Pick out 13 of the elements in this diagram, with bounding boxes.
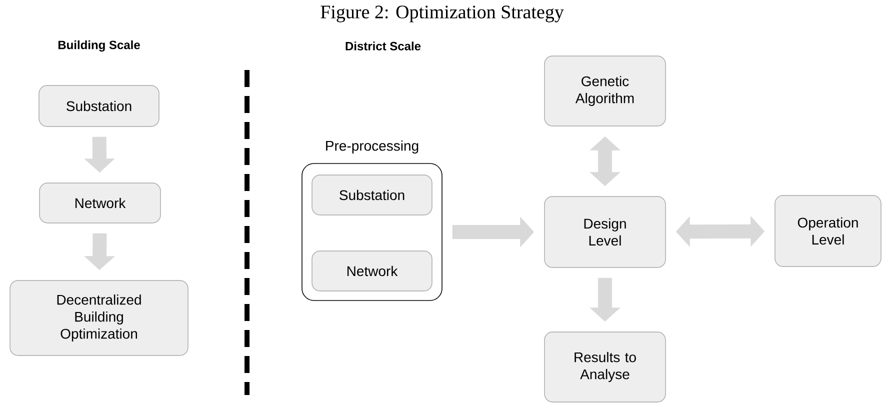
- scale-heading: District Scale: [346, 42, 421, 50]
- process-box: Design Level: [544, 196, 666, 268]
- process-box: Network: [312, 250, 432, 292]
- scale-heading: Building Scale: [58, 40, 140, 52]
- figure-title: Figure 2: Optimization Strategy: [320, 6, 564, 22]
- process-box: Results to Analyse: [544, 332, 666, 402]
- process-box: Decentralized Building Optimization: [10, 280, 188, 356]
- process-box: Network: [39, 182, 161, 224]
- process-box: Substation: [312, 174, 432, 216]
- process-box: Genetic Algorithm: [544, 56, 666, 126]
- process-box: Substation: [38, 85, 160, 127]
- node-label: Pre-processing: [326, 140, 418, 154]
- process-box: Operation Level: [774, 195, 882, 267]
